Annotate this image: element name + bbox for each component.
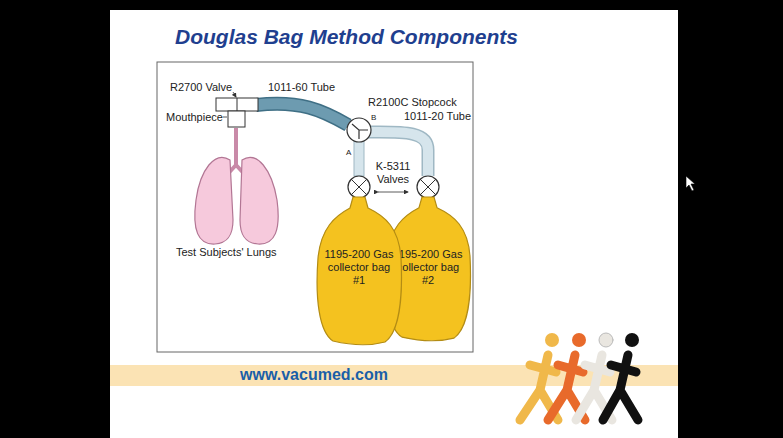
r2700-valve: [216, 98, 258, 111]
part-label: Mouthpiece: [166, 111, 223, 124]
part-label: 1011-60 Tube: [268, 81, 335, 94]
stopcock: [347, 118, 371, 142]
diagram-frame: [157, 62, 473, 352]
gas-collector-bag: 1195-200 Gas collector bag #1: [315, 196, 403, 346]
tube-outline: [256, 104, 348, 125]
tube-1011-60: [256, 104, 348, 125]
slide: [110, 10, 678, 438]
k5311-valve: [417, 176, 439, 198]
k5311-valve: [348, 176, 370, 198]
part-label: Test Subjects' Lungs: [176, 246, 277, 259]
part-label: 1011-20 Tube: [404, 110, 471, 123]
valve-arrow: [378, 192, 408, 193]
right-lung: [240, 157, 278, 244]
port-letter: B: [371, 113, 376, 122]
part-label: R2700 Valve: [170, 81, 232, 94]
website-url: www.vacumed.com: [240, 366, 388, 384]
logo: [520, 333, 639, 420]
port-letter: A: [346, 148, 351, 157]
mouthpiece: [228, 111, 245, 127]
cursor: [686, 176, 695, 191]
tube-a: [354, 140, 364, 176]
slide-title: Douglas Bag Method Components: [175, 25, 518, 49]
part-label: R2100C Stopcock: [368, 96, 457, 109]
part-label: K-5311 Valves: [373, 160, 413, 185]
left-lung: [195, 157, 233, 244]
bag-label: 1195-200 Gas collector bag #1: [315, 248, 403, 288]
